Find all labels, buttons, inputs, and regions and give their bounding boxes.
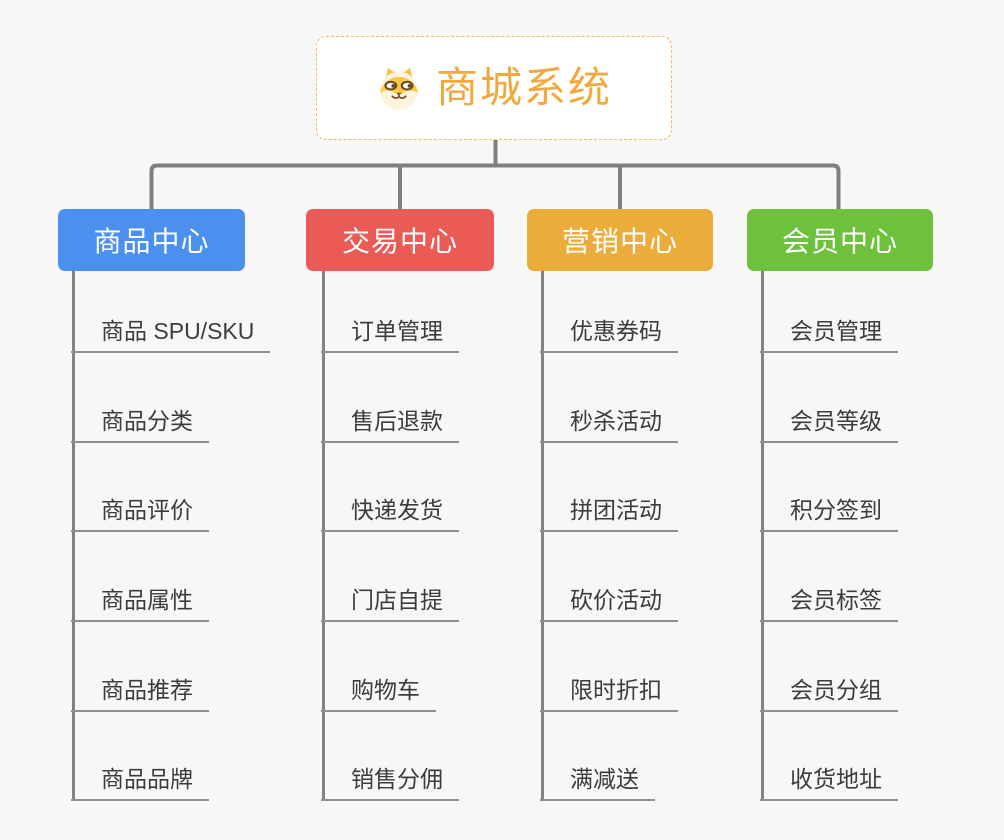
- leaf-topic[interactable]: 售后退款: [321, 408, 459, 443]
- branch-spine-line: [72, 271, 75, 801]
- branch-spine-line: [541, 271, 544, 801]
- leaf-topic[interactable]: 商品 SPU/SKU: [71, 318, 271, 353]
- leaf-topic[interactable]: 秒杀活动: [540, 408, 678, 443]
- leaf-topic[interactable]: 商品属性: [71, 587, 209, 622]
- leaf-topic[interactable]: 限时折扣: [540, 677, 678, 712]
- leaf-topic[interactable]: 砍价活动: [540, 587, 678, 622]
- root-node[interactable]: 商城系统: [316, 36, 672, 140]
- leaf-topic[interactable]: 购物车: [321, 677, 436, 712]
- branch-spine-line: [761, 271, 764, 801]
- root-title: 商城系统: [435, 64, 612, 111]
- leaf-topic[interactable]: 商品推荐: [71, 677, 209, 712]
- leaf-topic[interactable]: 商品评价: [71, 497, 209, 532]
- leaf-topic[interactable]: 订单管理: [321, 318, 459, 353]
- leaf-topic[interactable]: 拼团活动: [540, 497, 678, 532]
- shiba-dog-icon: [376, 65, 422, 111]
- leaf-topic[interactable]: 满减送: [540, 766, 655, 801]
- leaf-topic[interactable]: 会员管理: [760, 318, 898, 353]
- branch-bar-line: [149, 163, 841, 210]
- leaf-topic[interactable]: 优惠券码: [540, 318, 678, 353]
- leaf-topic[interactable]: 销售分佣: [321, 766, 459, 801]
- leaf-topic[interactable]: 商品分类: [71, 408, 209, 443]
- leaf-topic[interactable]: 积分签到: [760, 497, 898, 532]
- leaf-topic[interactable]: 商品品牌: [71, 766, 209, 801]
- branch-node-marketing[interactable]: 营销中心: [527, 209, 713, 271]
- leaf-topic[interactable]: 快递发货: [321, 497, 459, 532]
- branch-node-trade[interactable]: 交易中心: [306, 209, 494, 271]
- leaf-topic[interactable]: 会员分组: [760, 677, 898, 712]
- leaf-topic[interactable]: 门店自提: [321, 587, 459, 622]
- leaf-topic[interactable]: 收货地址: [760, 766, 898, 801]
- branch-node-members[interactable]: 会员中心: [747, 209, 933, 271]
- leaf-topic[interactable]: 会员等级: [760, 408, 898, 443]
- branch-spine-line: [322, 271, 325, 801]
- branch-node-products[interactable]: 商品中心: [58, 209, 245, 271]
- leaf-topic[interactable]: 会员标签: [760, 587, 898, 622]
